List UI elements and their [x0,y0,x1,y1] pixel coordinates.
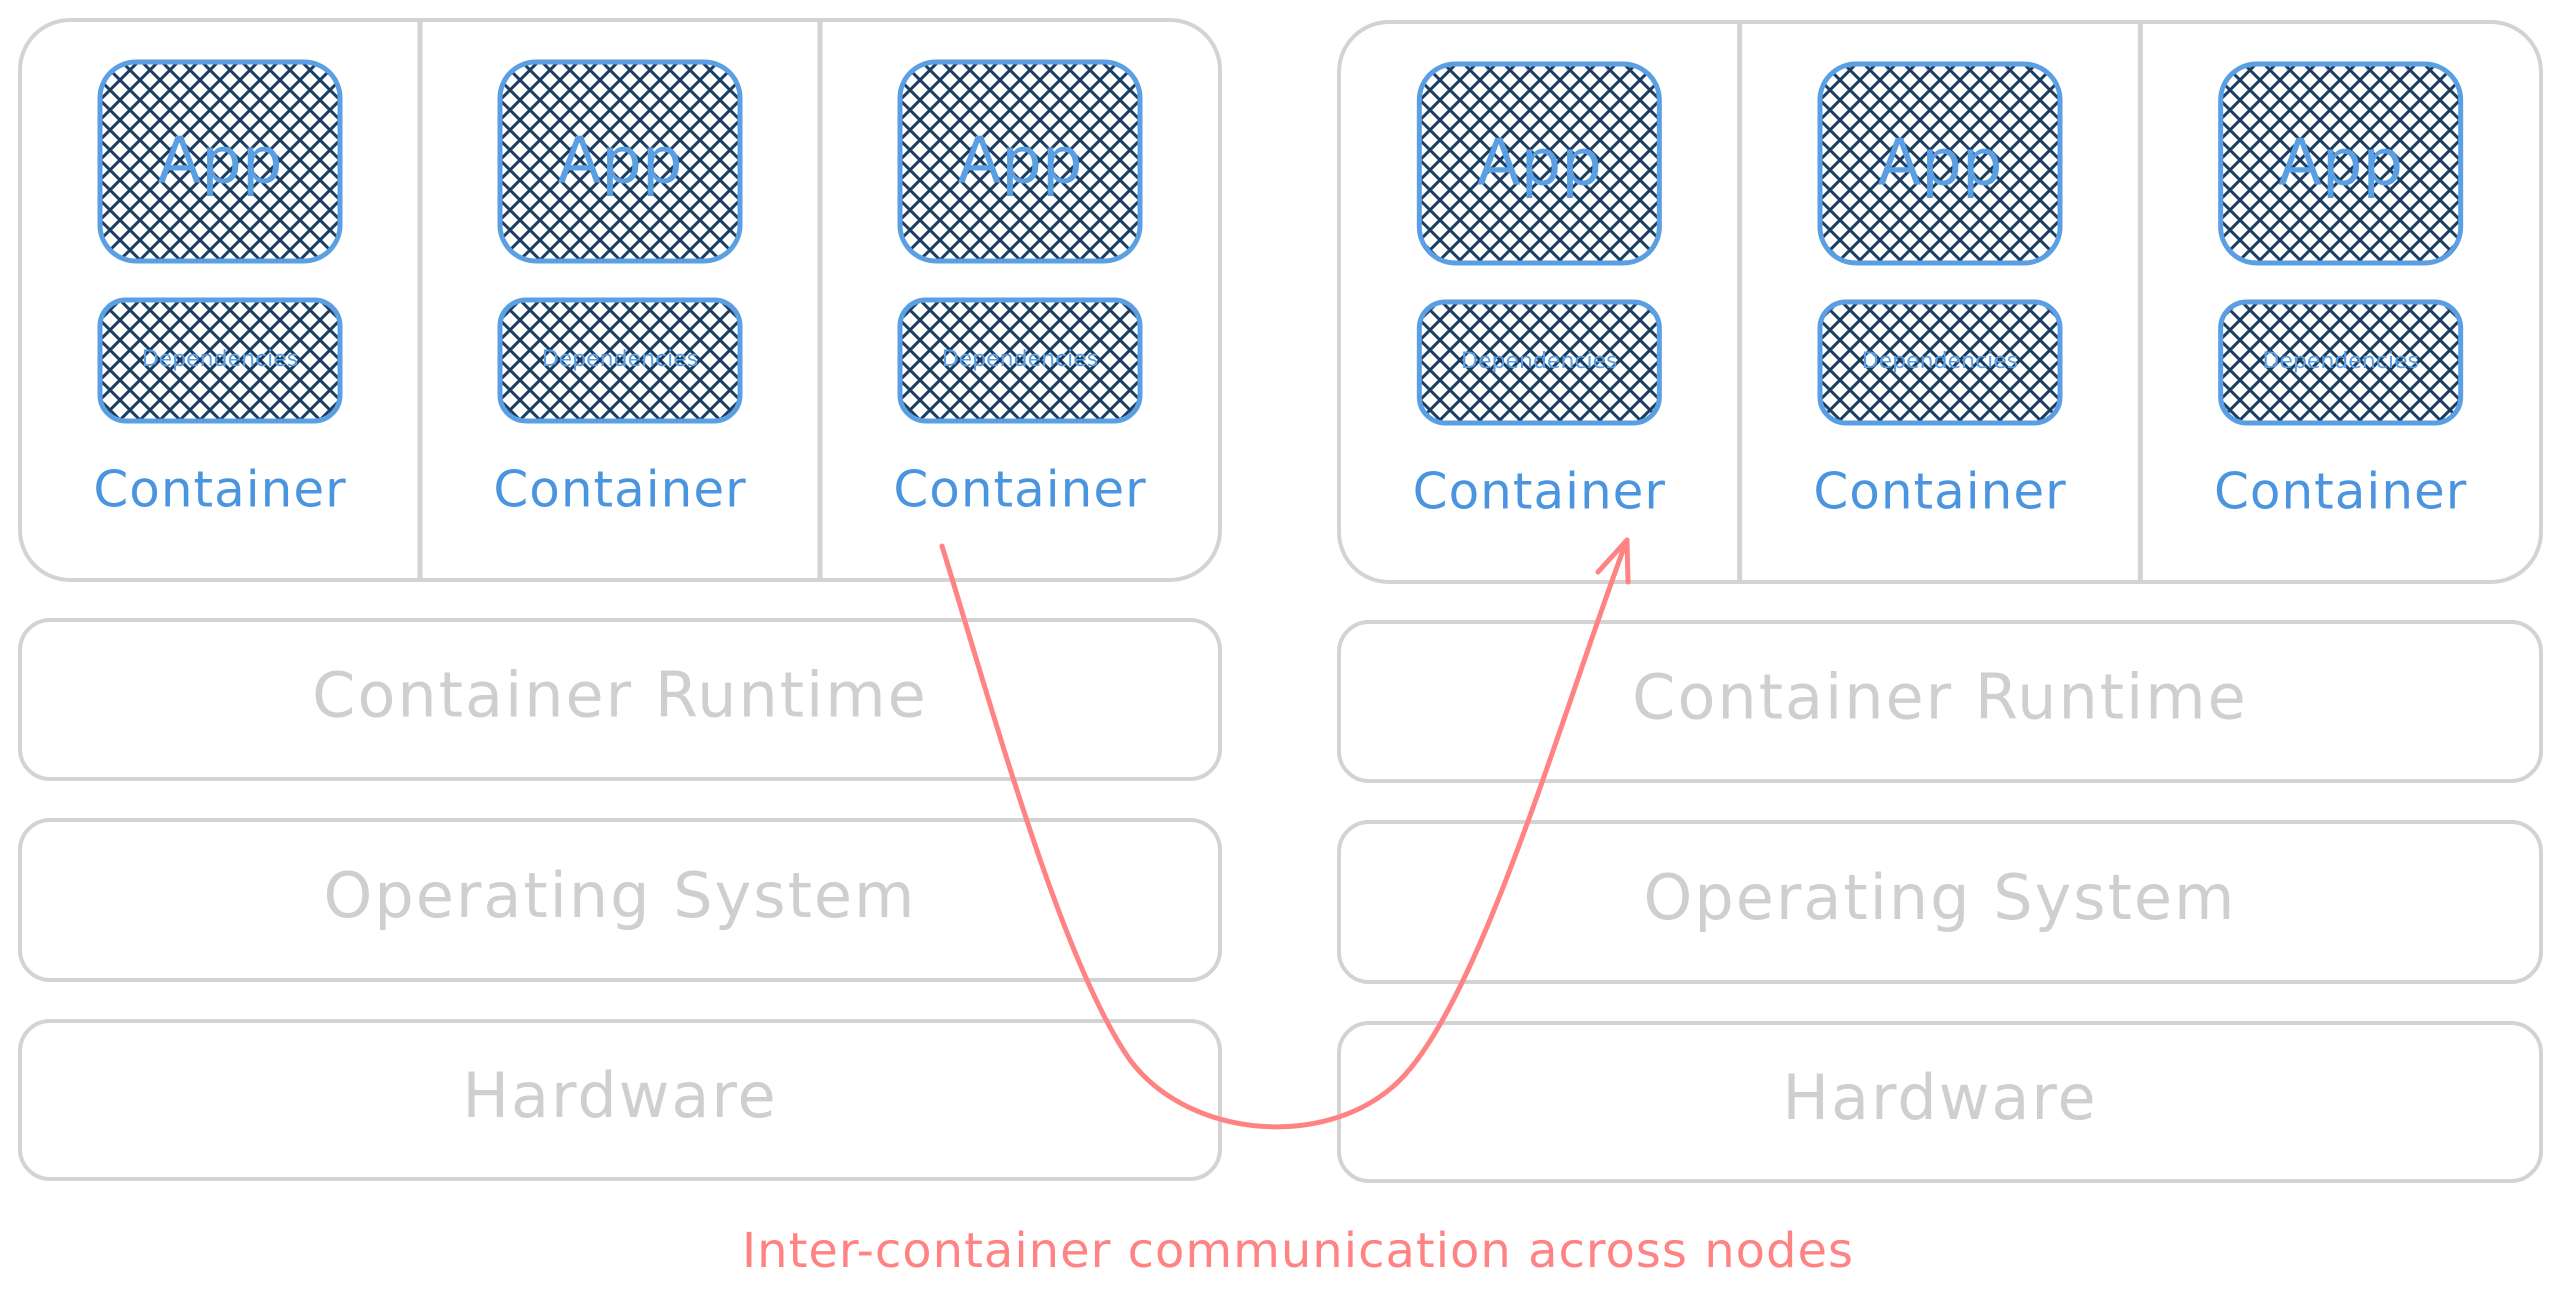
layer-box [18,818,1222,982]
app-label: App [157,125,282,199]
container-label: Container [1413,463,1666,521]
layer-label: Container Runtime [1632,661,2248,734]
layer-box [1337,620,2543,783]
node-2: AppDependenciesContainerAppDependenciesC… [1337,20,2543,1183]
dependencies-box [1416,299,1662,426]
app-box [497,59,743,264]
communication-arrow [939,542,1628,1130]
layer-label: Operating System [324,859,917,932]
node-1: AppDependenciesContainerAppDependenciesC… [18,18,1222,1181]
app-label: App [1477,127,1602,201]
layer-box [1337,1021,2543,1183]
operating-system-layer: Operating System [1337,820,2543,984]
caption: Inter-container communication across nod… [742,1223,1854,1279]
layer-label: Operating System [1644,861,2237,934]
layer-label: Hardware [462,1059,777,1132]
layer-box [18,1019,1222,1181]
dependencies-box [97,297,343,424]
app-label: App [2278,127,2403,201]
container-label: Container [93,461,346,519]
dependencies-label: Dependencies [142,347,299,372]
app-label: App [1877,127,2002,201]
arrow-head-icon [1595,537,1631,585]
dependencies-label: Dependencies [942,347,1099,372]
hardware-layer: Hardware [18,1019,1222,1181]
dependencies-label: Dependencies [1862,349,2019,374]
container-label: Container [893,461,1146,519]
app-label: App [557,125,682,199]
dependencies-label: Dependencies [2262,349,2419,374]
dependencies-box [1817,299,2063,426]
app-box [2218,61,2464,266]
app-box [97,59,343,264]
container-label: Container [2214,463,2467,521]
hardware-layer: Hardware [1337,1021,2543,1183]
layer-box [18,618,1222,781]
layer-label: Container Runtime [312,659,928,732]
container-label: Container [493,461,746,519]
dependencies-box [897,297,1143,424]
container-runtime-layer: Container Runtime [1337,620,2543,783]
container-runtime-layer: Container Runtime [18,618,1222,781]
app-box [897,59,1143,264]
dependencies-label: Dependencies [1461,349,1618,374]
layer-box [1337,820,2543,984]
app-label: App [957,125,1082,199]
layer-label: Hardware [1782,1061,2097,1134]
dependencies-label: Dependencies [542,347,699,372]
app-box [1817,61,2063,266]
container-label: Container [1813,463,2066,521]
dependencies-box [497,297,743,424]
dependencies-box [2218,299,2464,426]
app-box [1416,61,1662,266]
operating-system-layer: Operating System [18,818,1222,982]
